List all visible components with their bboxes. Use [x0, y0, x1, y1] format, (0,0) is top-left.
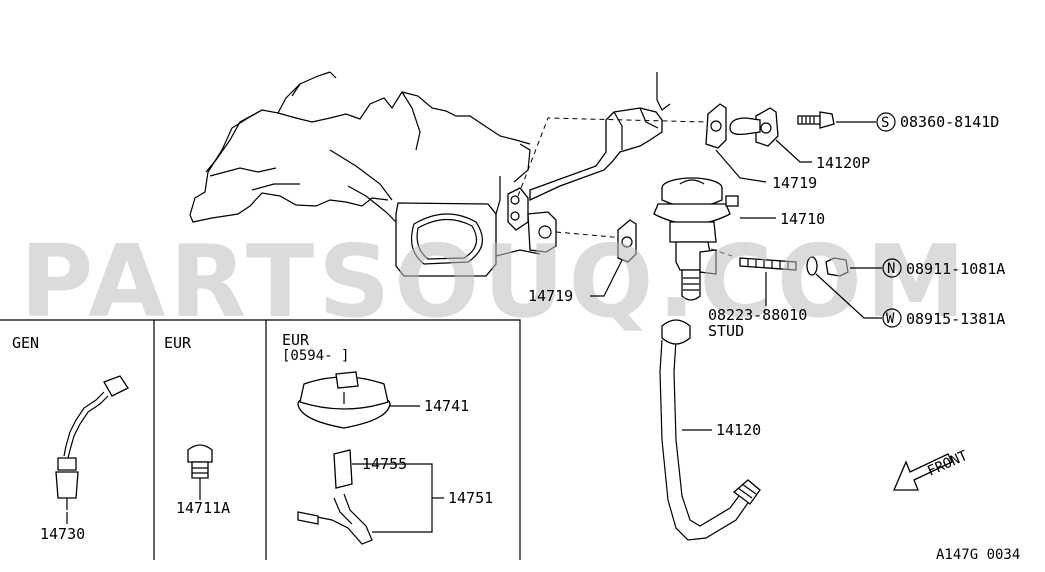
- callout-14711A: 14711A: [176, 499, 230, 517]
- plug-14711A: [187, 444, 213, 479]
- watermark: PARTSOUQ.COM: [20, 223, 969, 340]
- callout-14741: 14741: [424, 397, 469, 415]
- callout-14710: 14710: [780, 210, 825, 228]
- intake-manifold-arm: [507, 72, 671, 253]
- callout-08911-1081A: 08911-1081A: [906, 260, 1005, 278]
- prefix-w: W: [886, 311, 895, 327]
- washer-08915: [806, 256, 818, 276]
- callout-14730: 14730: [40, 525, 85, 543]
- callout-stud-note: STUD: [708, 322, 744, 340]
- solenoid-14741: [297, 371, 391, 429]
- prefix-n: N: [887, 261, 895, 277]
- section-date-range: [0594- ]: [282, 348, 349, 364]
- section-title-gen: GEN: [12, 334, 39, 352]
- leader-lines: [66, 121, 882, 533]
- engine-block-sketch: [189, 71, 531, 223]
- sub-panels: [0, 319, 521, 560]
- diagram-code: A147G 0034: [936, 547, 1020, 563]
- callout-08223-88010: 08223-88010: [708, 306, 807, 324]
- callout-14120P: 14120P: [816, 154, 870, 172]
- throttle-body-flange: [395, 176, 541, 277]
- egr-valve-14710: [653, 177, 739, 301]
- sensor-14730: [55, 375, 129, 510]
- nut-08911: [825, 257, 849, 277]
- gasket-14719-upper: [705, 103, 727, 149]
- bolt-08360: [797, 111, 835, 129]
- egr-tube-14120: [659, 319, 761, 541]
- callout-14719-upper: 14719: [772, 174, 817, 192]
- callout-08360-8141D: 08360-8141D: [900, 113, 999, 131]
- hose-14751: [297, 493, 373, 545]
- callout-08915-1381A: 08915-1381A: [906, 310, 1005, 328]
- callout-14755: 14755: [362, 455, 407, 473]
- stud-08223: [739, 257, 797, 271]
- callout-14751: 14751: [448, 489, 493, 507]
- callout-14120: 14120: [716, 421, 761, 439]
- section-title-eur: EUR: [164, 334, 192, 352]
- prefix-s: S: [881, 115, 889, 131]
- section-title-eur-2: EUR: [282, 331, 310, 349]
- front-arrow-icon: [893, 453, 953, 491]
- gasket-14719-lower: [617, 219, 637, 263]
- callout-14719-lower: 14719: [528, 287, 573, 305]
- hose-14755: [333, 449, 353, 489]
- front-label: FRONT: [925, 448, 971, 480]
- callout-circles: [876, 112, 902, 328]
- plate-14120P: [729, 107, 779, 147]
